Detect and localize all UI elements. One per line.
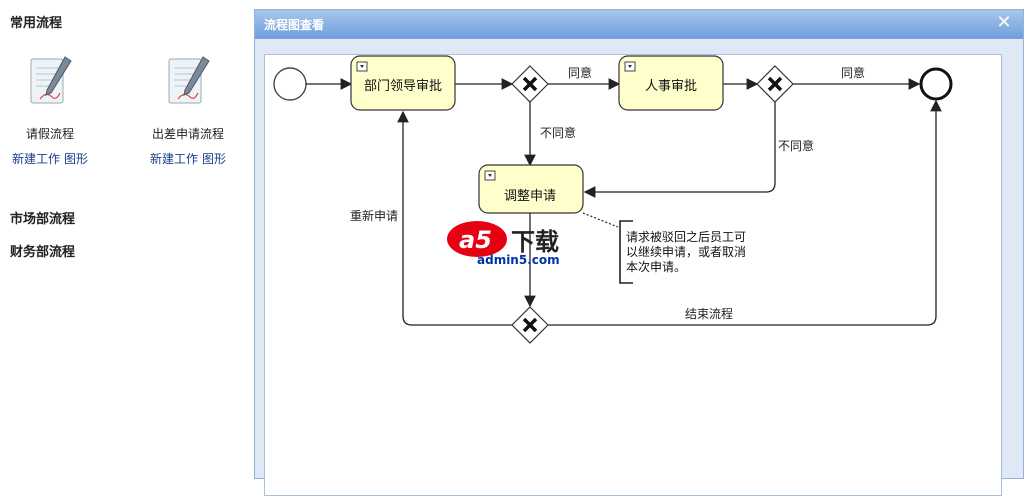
svg-text:人事审批: 人事审批	[645, 79, 697, 94]
flow-label-agree-1: 同意	[568, 65, 592, 80]
gateway-1[interactable]	[511, 65, 549, 103]
svg-text:下载: 下载	[511, 228, 559, 256]
svg-text:部门领导审批: 部门领导审批	[364, 79, 442, 94]
gateway-3[interactable]	[511, 306, 549, 344]
task-hr-approve[interactable]: 人事审批	[618, 55, 724, 111]
text-annotation: 请求被驳回之后员工可 以继续申请，或者取消 本次申请。	[626, 230, 746, 274]
flow-label-reapply: 重新申请	[350, 208, 398, 223]
process-name: 请假流程	[25, 127, 74, 141]
flow-label-agree-2: 同意	[841, 65, 865, 80]
diagram-dialog: 流程图查看 ✕	[254, 9, 1024, 496]
watermark-logo: a5 下载 admin5.com	[447, 221, 560, 267]
start-event[interactable]	[273, 67, 307, 101]
new-work-link-leave[interactable]: 新建工作	[11, 152, 60, 166]
new-work-link-trip[interactable]: 新建工作	[149, 152, 198, 166]
gateway-2[interactable]	[756, 65, 794, 103]
svg-text:调整申请: 调整申请	[504, 189, 556, 204]
process-name: 出差申请流程	[151, 127, 224, 141]
process-card-trip: 出差申请流程 新建工作图形	[138, 55, 238, 167]
flow-label-disagree-2: 不同意	[778, 138, 814, 153]
task-dept-approve[interactable]: 部门领导审批	[350, 55, 456, 111]
sidebar: 常用流程 请假流程 新建工作图形	[0, 0, 252, 472]
process-card-leave: 请假流程 新建工作图形	[0, 55, 100, 167]
svg-text:admin5.com: admin5.com	[477, 253, 560, 267]
document-pen-icon	[25, 55, 75, 111]
flow-label-disagree-1: 不同意	[540, 125, 576, 140]
close-icon[interactable]: ✕	[996, 12, 1012, 33]
flow-label-end-process: 结束流程	[685, 306, 733, 321]
svg-text:a5: a5	[459, 226, 492, 254]
diagram-link-trip[interactable]: 图形	[202, 152, 227, 166]
dialog-header[interactable]: 流程图查看 ✕	[255, 10, 1023, 39]
diagram-link-leave[interactable]: 图形	[64, 152, 89, 166]
svg-text:以继续申请，或者取消: 以继续申请，或者取消	[626, 245, 746, 259]
dialog-title: 流程图查看	[264, 18, 325, 32]
diagram-canvas: 部门领导审批 人事审批 调整申请	[264, 54, 1002, 496]
svg-text:请求被驳回之后员工可: 请求被驳回之后员工可	[626, 230, 746, 244]
svg-text:本次申请。: 本次申请。	[626, 260, 686, 274]
document-pen-icon	[163, 55, 213, 111]
end-event[interactable]	[919, 67, 953, 101]
section-title-finance: 财务部流程	[10, 245, 76, 260]
section-title-common: 常用流程	[10, 16, 63, 31]
section-title-market: 市场部流程	[10, 212, 76, 227]
task-adjust-request[interactable]: 调整申请	[478, 164, 584, 214]
